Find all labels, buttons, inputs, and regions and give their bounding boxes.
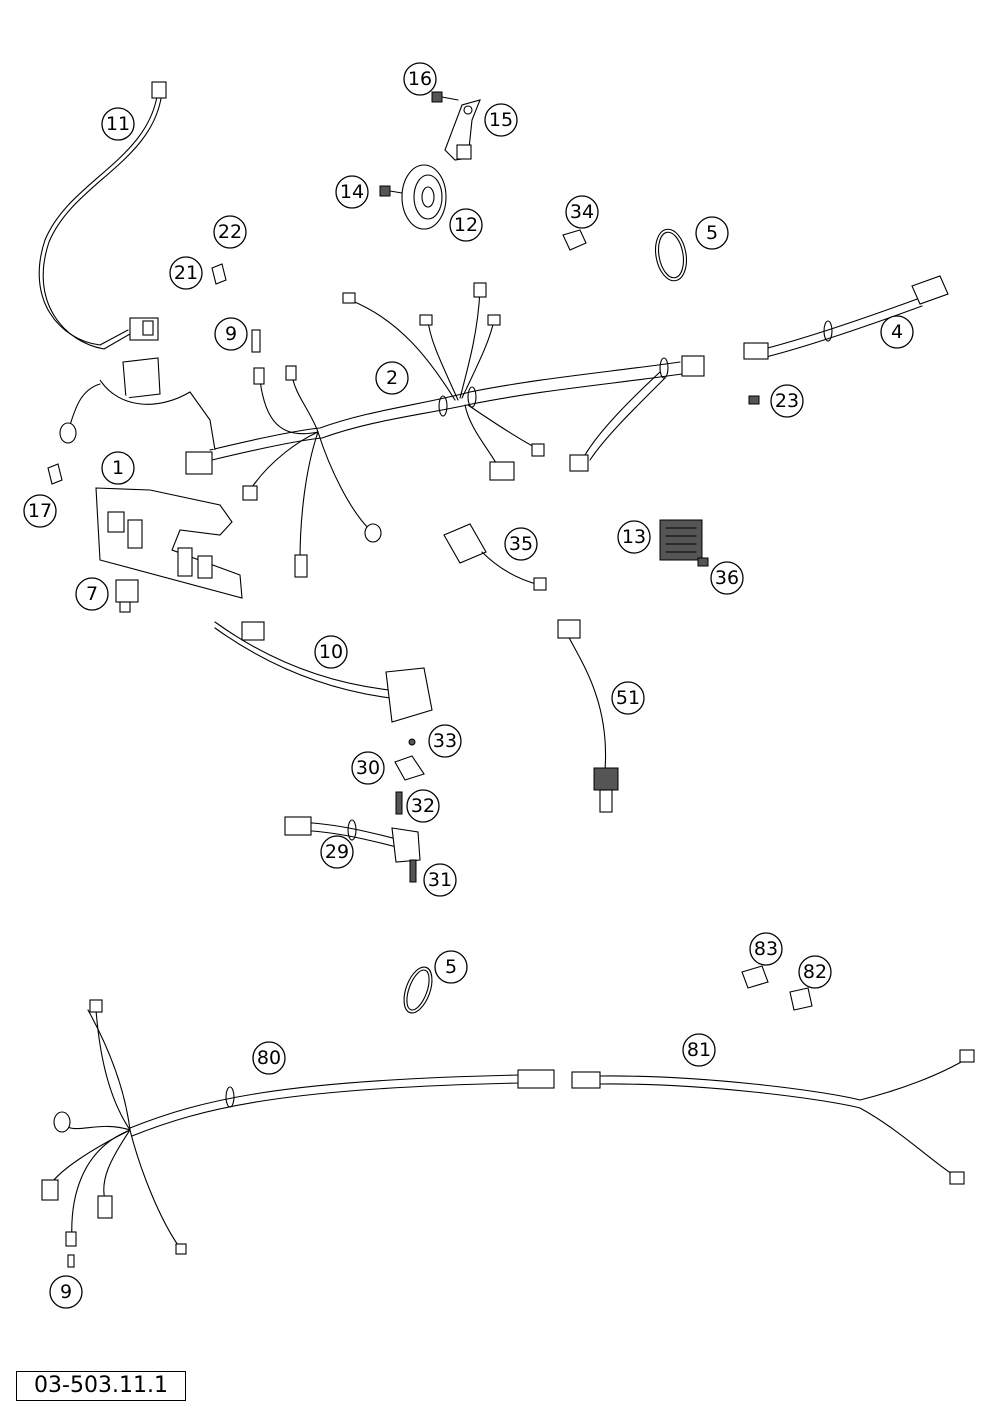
part-9-bulb-top <box>251 329 261 353</box>
part-5-cable-tie-bottom <box>403 966 433 1014</box>
callout-5-bottom: 5 <box>434 950 468 984</box>
callout-36: 36 <box>710 561 744 595</box>
part-35-capacitor <box>443 523 547 591</box>
svg-text:30: 30 <box>356 757 380 779</box>
svg-text:2: 2 <box>386 367 398 389</box>
svg-text:82: 82 <box>803 961 827 983</box>
callout-33: 33 <box>428 724 462 758</box>
svg-text:5: 5 <box>706 222 718 244</box>
ignition-unit <box>59 357 216 451</box>
part-34-cap <box>562 229 587 251</box>
part-4-cable <box>743 275 949 360</box>
callout-32: 32 <box>406 789 440 823</box>
part-32-screw <box>395 791 403 815</box>
callout-17: 17 <box>23 494 57 528</box>
svg-text:34: 34 <box>570 201 594 223</box>
svg-text:31: 31 <box>428 869 452 891</box>
callout-23: 23 <box>770 384 804 418</box>
callout-29: 29 <box>320 835 354 869</box>
svg-text:17: 17 <box>28 500 52 522</box>
svg-text:9: 9 <box>225 323 237 345</box>
svg-text:7: 7 <box>86 583 98 605</box>
svg-text:14: 14 <box>340 181 364 203</box>
svg-text:4: 4 <box>891 321 903 343</box>
svg-text:33: 33 <box>433 730 457 752</box>
callout-34: 34 <box>565 195 599 229</box>
callout-22: 22 <box>213 215 247 249</box>
callout-80: 80 <box>252 1041 286 1075</box>
svg-text:5: 5 <box>445 956 457 978</box>
svg-text:12: 12 <box>454 214 478 236</box>
part-15-bracket <box>444 99 481 161</box>
callout-30: 30 <box>351 751 385 785</box>
svg-text:9: 9 <box>60 1281 72 1303</box>
callout-81: 81 <box>682 1033 716 1067</box>
callout-14: 14 <box>335 175 369 209</box>
svg-text:22: 22 <box>218 221 242 243</box>
part-31-screw <box>409 859 417 883</box>
callout-11: 11 <box>101 107 135 141</box>
part-17-bulb <box>47 463 63 485</box>
part-14-bolt <box>379 185 403 197</box>
part-30-lever <box>394 755 425 781</box>
callout-13: 13 <box>617 520 651 554</box>
callout-21: 21 <box>169 256 203 290</box>
callout-31: 31 <box>423 863 457 897</box>
part-33-nut <box>408 738 416 746</box>
part-2-main-harness <box>185 282 705 578</box>
part-83-cap <box>741 965 769 989</box>
callout-2: 2 <box>375 361 409 395</box>
callout-5-top: 5 <box>695 216 729 250</box>
part-11-cable <box>38 81 167 350</box>
part-82-bulb <box>789 987 813 1011</box>
svg-text:11: 11 <box>106 113 130 135</box>
callout-4: 4 <box>880 315 914 349</box>
part-16-bolt <box>431 91 459 103</box>
callout-82: 82 <box>798 955 832 989</box>
svg-text:23: 23 <box>775 390 799 412</box>
svg-text:35: 35 <box>509 533 533 555</box>
svg-text:16: 16 <box>408 68 432 90</box>
svg-text:10: 10 <box>319 641 343 663</box>
part-21-clip <box>211 263 227 285</box>
callout-10: 10 <box>314 635 348 669</box>
callout-35: 35 <box>504 527 538 561</box>
svg-text:29: 29 <box>325 841 349 863</box>
svg-text:51: 51 <box>616 687 640 709</box>
callout-51: 51 <box>611 681 645 715</box>
svg-text:80: 80 <box>257 1047 281 1069</box>
part-1-bracket <box>95 487 243 599</box>
callout-83: 83 <box>749 932 783 966</box>
part-12-horn <box>401 164 447 230</box>
part-36-screw <box>697 557 709 567</box>
part-5-cable-tie-top <box>655 228 687 282</box>
figure-number-label: 03-503.11.1 <box>16 1371 186 1401</box>
svg-text:1: 1 <box>112 457 124 479</box>
svg-text:15: 15 <box>489 109 513 131</box>
part-13-regulator <box>659 519 703 561</box>
part-23-fuse <box>748 395 760 405</box>
svg-text:13: 13 <box>622 526 646 548</box>
callout-16: 16 <box>403 62 437 96</box>
svg-text:32: 32 <box>411 795 435 817</box>
part-80-harness <box>41 999 555 1268</box>
svg-text:81: 81 <box>687 1039 711 1061</box>
callout-15: 15 <box>484 103 518 137</box>
part-51-sensor <box>557 619 619 813</box>
part-29-switch <box>284 816 421 863</box>
callout-9-top: 9 <box>214 317 248 351</box>
callout-12: 12 <box>449 208 483 242</box>
svg-text:83: 83 <box>754 938 778 960</box>
callout-7: 7 <box>75 577 109 611</box>
callout-1: 1 <box>101 451 135 485</box>
part-81-harness <box>571 1049 975 1185</box>
part-7-relay <box>115 579 139 613</box>
part-10-switch <box>214 621 433 723</box>
callout-9-bottom: 9 <box>49 1275 83 1309</box>
svg-text:21: 21 <box>174 262 198 284</box>
svg-text:36: 36 <box>715 567 739 589</box>
